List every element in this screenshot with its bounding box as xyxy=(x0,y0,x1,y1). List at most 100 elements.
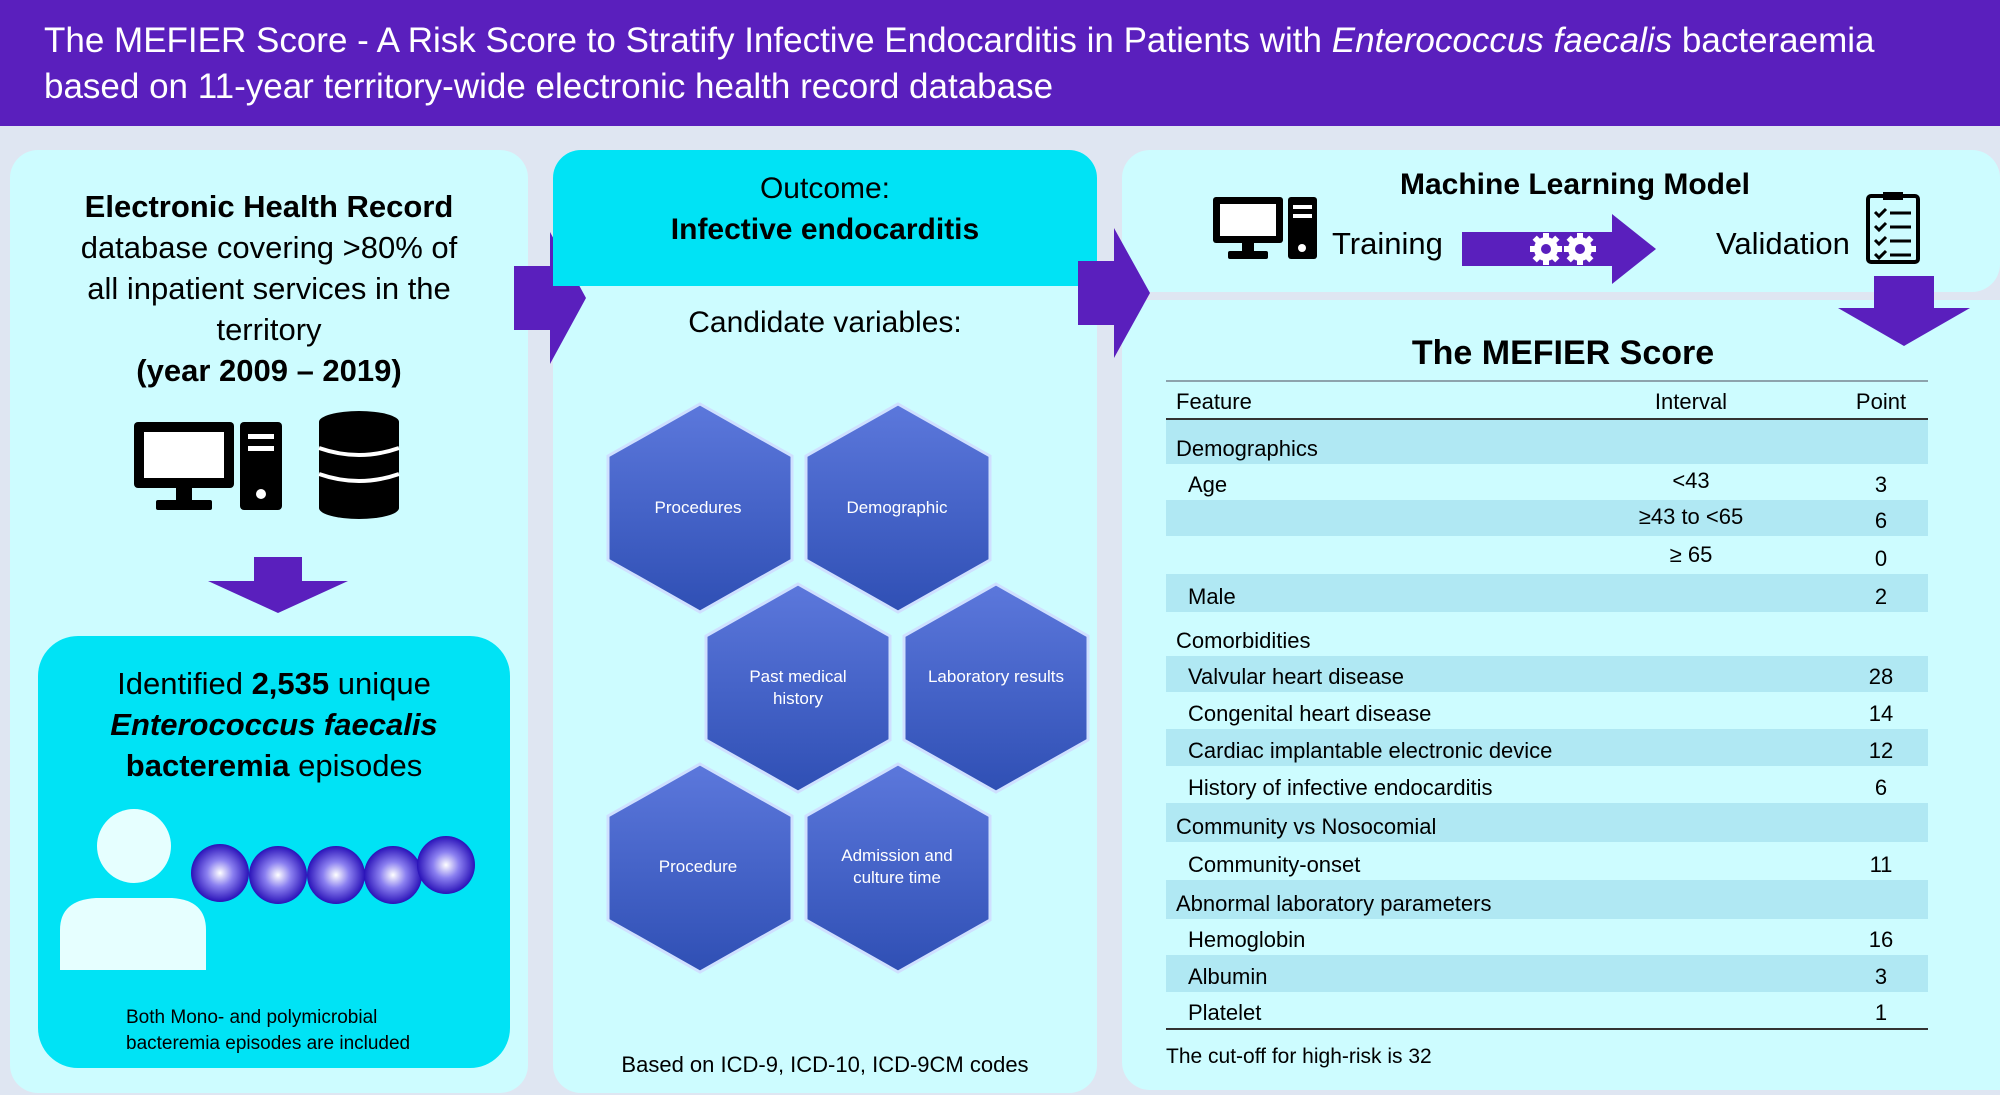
feature-cell: Male xyxy=(1188,584,1236,609)
table-row: Albumin 3 xyxy=(1166,955,1928,992)
ml-model-title: Machine Learning Model xyxy=(1399,168,1751,201)
outcome-header xyxy=(553,150,1097,286)
identified-suffix: unique xyxy=(329,666,431,701)
table-section-row: Community vs Nosocomial xyxy=(1166,803,1928,842)
note-line-2: bacteremia episodes are included xyxy=(126,1033,411,1054)
cutoff-note: The cut-off for high-risk is 32 xyxy=(1166,1045,1432,1068)
table-header-row: Feature Interval Point xyxy=(1166,380,1928,420)
feature-cell: Community vs Nosocomial xyxy=(1176,814,1437,839)
table-row: ≥ 65 0 xyxy=(1166,536,1928,574)
feature-cell: Platelet xyxy=(1188,1000,1262,1025)
hexagon-procedures xyxy=(606,402,794,614)
point-cell: 28 xyxy=(1868,664,1894,689)
computer-icon xyxy=(1213,197,1317,259)
point-cell: 3 xyxy=(1874,472,1888,497)
down-arrow-icon xyxy=(208,557,348,613)
person-icon xyxy=(60,809,206,970)
table-section-row: Comorbidities xyxy=(1166,612,1928,656)
training-label: Training xyxy=(1332,226,1443,261)
outcome-label: Outcome: xyxy=(759,172,891,205)
column-header-feature: Feature xyxy=(1176,389,1252,414)
point-cell: 6 xyxy=(1874,508,1888,533)
bacteremia-word: bacteremia xyxy=(125,748,290,783)
episodes-word: episodes xyxy=(289,748,423,783)
feature-cell: Age xyxy=(1188,472,1228,497)
table-row: Valvular heart disease 28 xyxy=(1166,656,1928,692)
hexagon-label: Laboratory results xyxy=(927,667,1065,686)
point-cell: 11 xyxy=(1869,852,1893,877)
column-header-point: Point xyxy=(1855,389,1907,414)
point-cell: 14 xyxy=(1868,701,1894,726)
interval-cell: ≥ 65 xyxy=(1669,542,1713,567)
database-icon xyxy=(318,411,400,519)
table-row: Platelet 1 xyxy=(1166,992,1928,1030)
identified-label: Identified xyxy=(117,666,252,701)
hexagon-cluster xyxy=(606,402,1090,974)
ehr-years: (year 2009 – 2019) xyxy=(136,353,402,388)
validation-label: Validation xyxy=(1716,226,1850,261)
table-row: Hemoglobin 16 xyxy=(1166,919,1928,955)
feature-cell: Comorbidities xyxy=(1176,628,1311,653)
table-section-row: Abnormal laboratory parameters xyxy=(1166,880,1928,919)
header-organism: Enterococcus faecalis xyxy=(1331,21,1673,60)
hexagon-label: Procedures xyxy=(654,498,742,517)
organism-name: Enterococcus faecalis xyxy=(110,707,438,742)
header-title-part: The MEFIER Score - A Risk Score to Strat… xyxy=(44,21,1332,60)
point-cell: 1 xyxy=(1874,1000,1888,1025)
outcome-text: Outcome: Infective endocarditis xyxy=(553,168,1097,250)
ehr-line-3: territory xyxy=(216,312,322,347)
score-title: The MEFIER Score xyxy=(1411,334,1715,372)
checklist-icon xyxy=(1866,192,1920,264)
interval-cell: <43 xyxy=(1672,468,1710,493)
hexagon-label: Admission and culture time xyxy=(841,846,953,887)
down-arrow-icon xyxy=(1838,276,1970,346)
computer-icon xyxy=(134,422,282,510)
point-cell: 12 xyxy=(1868,738,1894,763)
feature-cell: Abnormal laboratory parameters xyxy=(1176,891,1492,916)
header-line-1: The MEFIER Score - A Risk Score to Strat… xyxy=(44,18,1956,64)
feature-cell: Valvular heart disease xyxy=(1188,664,1405,689)
ehr-title: Electronic Health Record xyxy=(84,189,454,224)
hexagon-past-medical-history xyxy=(704,582,892,794)
note-line-1: Both Mono- and polymicrobial xyxy=(126,1007,378,1028)
table-row: ≥43 to <65 6 xyxy=(1166,500,1928,536)
table-row: Male 2 xyxy=(1166,574,1928,612)
hexagon-admission-culture xyxy=(804,762,992,974)
table-row: Cardiac implantable electronic device 12 xyxy=(1166,729,1928,766)
header-line-2: based on 11-year territory-wide electron… xyxy=(44,67,1054,106)
ehr-line-2: all inpatient services in the xyxy=(87,271,451,306)
gear-icon xyxy=(1530,233,1596,265)
point-cell: 16 xyxy=(1868,927,1894,952)
hexagon-label: Demographic xyxy=(846,498,948,517)
bacteria-chain-icon xyxy=(191,836,475,904)
table-row: Age <43 3 xyxy=(1166,464,1928,500)
point-cell: 3 xyxy=(1874,964,1888,989)
ehr-description: Electronic Health Record database coveri… xyxy=(10,186,528,391)
feature-cell: Congenital heart disease xyxy=(1188,701,1432,726)
feature-cell: History of infective endocarditis xyxy=(1188,775,1493,800)
feature-cell: Cardiac implantable electronic device xyxy=(1188,738,1553,763)
candidate-variables-title: Candidate variables: xyxy=(688,306,962,339)
codes-footnote: Based on ICD-9, ICD-10, ICD-9CM codes xyxy=(621,1052,1029,1077)
point-cell: 0 xyxy=(1874,546,1888,571)
outcome-value: Infective endocarditis xyxy=(670,213,980,246)
table-row: Congenital heart disease 14 xyxy=(1166,692,1928,729)
right-arrow-icon xyxy=(1078,228,1150,358)
hexagon-demographic xyxy=(804,402,992,614)
feature-cell: Albumin xyxy=(1188,964,1268,989)
page-header: The MEFIER Score - A Risk Score to Strat… xyxy=(0,0,2000,126)
point-cell: 2 xyxy=(1874,584,1888,609)
hexagon-procedure xyxy=(606,762,794,974)
episodes-note: Both Mono- and polymicrobial bacteremia … xyxy=(126,1005,410,1057)
header-title-end: bacteraemia xyxy=(1672,21,1875,60)
episode-count: 2,535 xyxy=(251,666,330,701)
table-section-row: Demographics xyxy=(1166,420,1928,464)
hexagon-label: Past medical history xyxy=(749,667,847,708)
interval-cell: ≥43 to <65 xyxy=(1638,504,1744,529)
feature-cell: Hemoglobin xyxy=(1188,927,1306,952)
column-header-interval: Interval xyxy=(1654,389,1728,414)
